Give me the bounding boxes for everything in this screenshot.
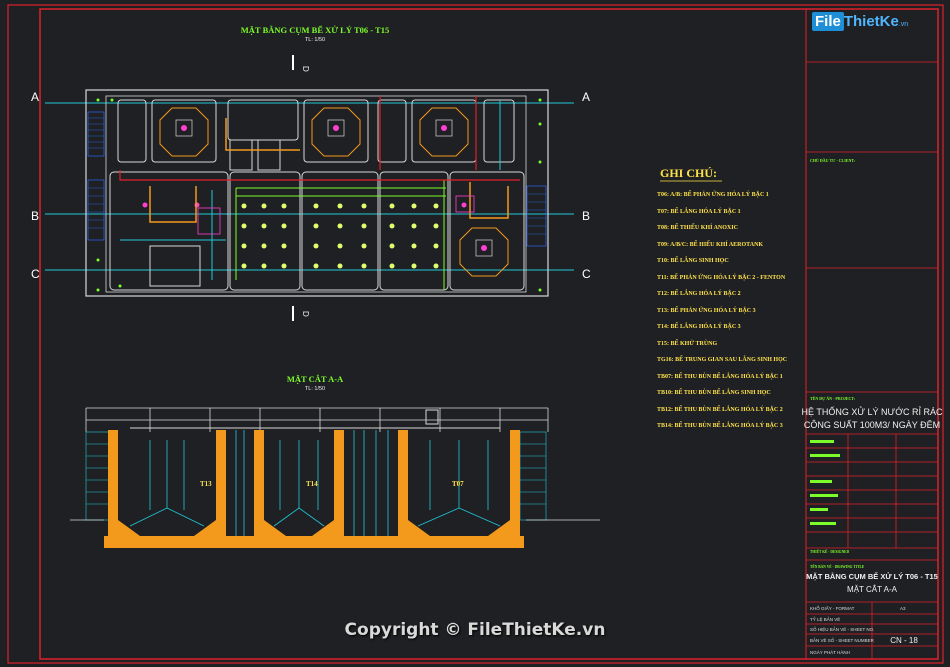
process-pipes: [149, 118, 509, 223]
logo-text: ThietKe: [843, 13, 899, 30]
scale-label: TỶ LỆ BẢN VẼ: [810, 615, 840, 622]
concrete-walls: [104, 430, 524, 548]
drawing-title-line2: MẶT CẮT A-A: [847, 585, 898, 594]
section-mark-bottom: D: [301, 311, 310, 317]
clarifiers-top: [159, 107, 509, 277]
section-title: MẶT CẮT A-A: [287, 374, 344, 384]
note-item: T12: BỂ LẮNG HÓA LÝ BẬC 2: [657, 289, 741, 297]
axis-a-left: A: [31, 90, 39, 104]
axis-markers: A B C A B C: [31, 90, 591, 281]
axis-c-right: C: [582, 267, 591, 281]
lower-row-tanks: [109, 139, 525, 291]
axis-b-left: B: [31, 209, 39, 223]
section-mark-top: D: [301, 66, 310, 72]
plan-outline: [85, 89, 549, 297]
tank-label-t07: T07: [452, 480, 464, 488]
outer-frame: [7, 4, 944, 664]
aeration-diffusers: [241, 203, 439, 269]
tank-label-t13: T13: [200, 480, 212, 488]
axis-b-right: B: [582, 209, 590, 223]
inner-frame: [39, 8, 939, 660]
plan-title: MẶT BẰNG CỤM BỂ XỬ LÝ T06 - T15: [241, 25, 389, 35]
paper-format-value: A3: [900, 606, 906, 611]
sheet-no-label: SỐ HIỆU BẢN VẼ - SHEET NO.: [810, 625, 874, 632]
note-item: TB07: BỂ THU BÙN BỂ LẮNG HÓA LÝ BẬC 1: [657, 372, 783, 380]
note-item: TB12: BỂ THU BÙN BỂ LẮNG HÓA LÝ BẬC 2: [657, 405, 783, 413]
note-item: T06: A/B: BỂ PHẢN ỨNG HÓA LÝ BẬC 1: [657, 190, 769, 198]
note-item: T13: BỂ PHẢN ỨNG HÓA LÝ BẬC 3: [657, 306, 756, 314]
section-view: MẶT CẮT A-A TL: 1/50: [70, 374, 600, 548]
note-item: TG16: BỂ TRUNG GIAN SAU LẮNG SINH HỌC: [657, 355, 787, 363]
top-row-tanks: [117, 99, 515, 163]
project-name-line2: CÔNG SUẤT 100M3/ NGÀY ĐÊM: [804, 420, 940, 430]
axis-a-right: A: [582, 90, 590, 104]
copyright-watermark: Copyright © FileThietKe.vn: [344, 620, 606, 640]
title-block: CHỦ ĐẦU TƯ - CLIENT: TÊN DỰ ÁN - PROJECT…: [802, 8, 943, 660]
project-name-line1: HỆ THỐNG XỬ LÝ NƯỚC RỈ RÁC: [802, 406, 943, 417]
note-item: T07: BỂ LẮNG HÓA LÝ BẬC 1: [657, 207, 741, 215]
plan-view: MẶT BẰNG CỤM BỂ XỬ LÝ T06 - T15 TL: 1/50…: [31, 25, 591, 321]
section-scale: TL: 1/50: [305, 386, 325, 392]
project-label: TÊN DỰ ÁN - PROJECT:: [810, 396, 855, 401]
stairs: [87, 111, 547, 247]
note-item: T08: BỂ THIẾU KHÍ ANOXIC: [657, 223, 738, 231]
plan-scale: TL: 1/50: [305, 37, 325, 43]
paper-format-label: KHỔ GIẤY - FORMAT: [810, 605, 855, 611]
note-item: T10: BỂ LẮNG SINH HỌC: [657, 256, 729, 264]
note-item: TB14: BỂ THU BÙN BỂ LẮNG HÓA LÝ BẬC 3: [657, 421, 783, 429]
tank-label-t14: T14: [306, 480, 318, 488]
note-item: T09: A/B/C: BỂ HIẾU KHÍ AEROTANK: [657, 240, 763, 248]
note-item: T15: BỂ KHỬ TRÙNG: [657, 339, 718, 347]
drawing-title-label: TÊN BẢN VẼ - DRAWING TITLE: [810, 564, 865, 569]
notes-panel: GHI CHÚ: T06: A/B: BỂ PHẢN ỨNG HÓA LÝ BẬ…: [657, 166, 787, 429]
logo-suffix: .vn: [898, 21, 909, 28]
note-item: T14: BỂ LẮNG HÓA LÝ BẬC 3: [657, 322, 741, 330]
notes-heading: GHI CHÚ:: [660, 166, 717, 180]
note-item: TB10: BỂ THU BÙN BỂ LẮNG SINH HỌC: [657, 388, 771, 396]
axis-c-left: C: [31, 267, 40, 281]
sheet-number-value: CN - 18: [890, 636, 918, 645]
issue-date-label: NGÀY PHÁT HÀNH: [810, 649, 850, 655]
logo-box: File: [812, 12, 844, 31]
design-label: THIẾT KẾ - DESIGNED: [810, 549, 850, 554]
sheet-number-label: BẢN VẼ SỐ - SHEET NUMBER: [810, 637, 875, 643]
client-label: CHỦ ĐẦU TƯ - CLIENT:: [810, 158, 855, 163]
drawing-title-line1: MẶT BẰNG CỤM BỂ XỬ LÝ T06 - T15: [806, 572, 938, 581]
note-item: T11: BỂ PHẢN ỨNG HÓA LÝ BẬC 2 - FENTON: [657, 273, 786, 281]
